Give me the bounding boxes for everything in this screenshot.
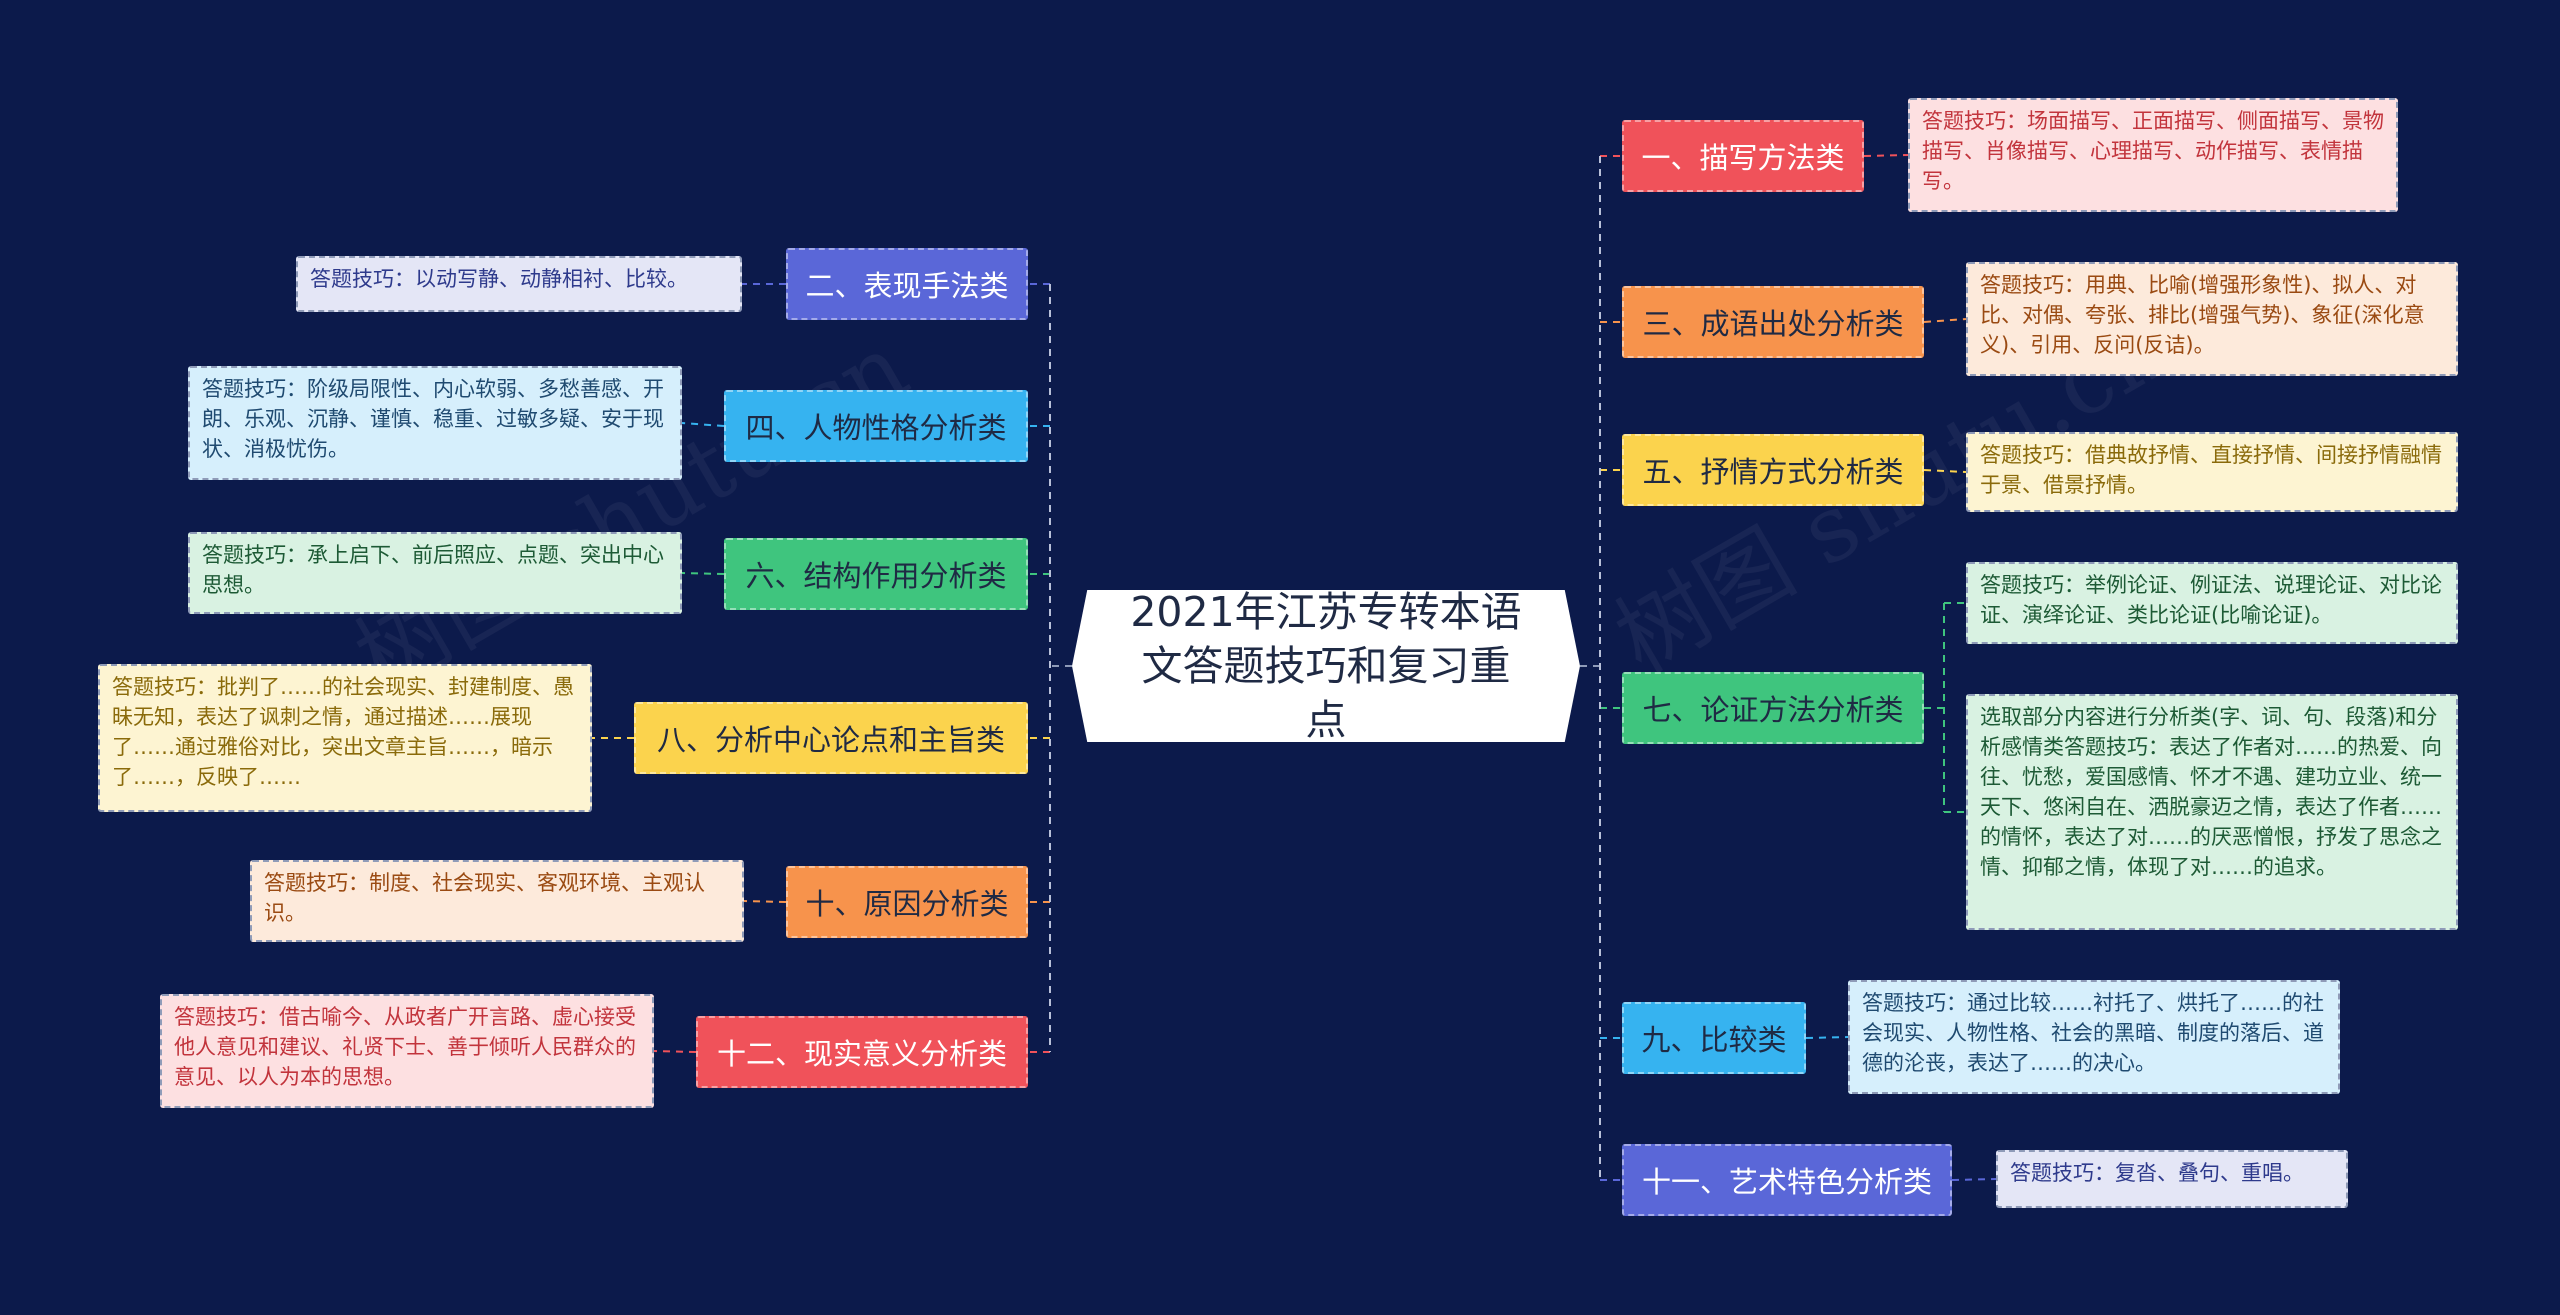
topic-b5[interactable]: 五、抒情方式分析类 — [1622, 434, 1924, 506]
leaf-line-b6 — [681, 572, 725, 575]
leaf-b1-0[interactable]: 答题技巧：场面描写、正面描写、侧面描写、景物描写、肖像描写、心理描写、动作描写、… — [1908, 98, 2398, 212]
topic-b6[interactable]: 六、结构作用分析类 — [724, 538, 1028, 610]
leaf-b8-0[interactable]: 答题技巧：批判了……的社会现实、封建制度、愚昧无知，表达了讽刺之情，通过描述……… — [98, 664, 592, 812]
leaf-line-b10 — [743, 900, 787, 903]
leaf-line-b9 — [1805, 1036, 1849, 1039]
leaf-b12-0[interactable]: 答题技巧：借古喻今、从政者广开言路、虚心接受他人意见和建议、礼贤下士、善于倾听人… — [160, 994, 654, 1108]
leaf-b10-0[interactable]: 答题技巧：制度、社会现实、客观环境、主观认识。 — [250, 860, 744, 942]
topic-b7[interactable]: 七、论证方法分析类 — [1622, 672, 1924, 744]
leaf-b6-0[interactable]: 答题技巧：承上启下、前后照应、点题、突出中心思想。 — [188, 532, 682, 614]
leaf-line-b11 — [1951, 1178, 1997, 1181]
topic-b2[interactable]: 二、表现手法类 — [786, 248, 1028, 320]
leaf-b4-0[interactable]: 答题技巧：阶级局限性、内心软弱、多愁善感、开朗、乐观、沉静、谨慎、稳重、过敏多疑… — [188, 366, 682, 480]
leaf-b2-0[interactable]: 答题技巧：以动写静、动静相衬、比较。 — [296, 256, 742, 312]
topic-b1[interactable]: 一、描写方法类 — [1622, 120, 1864, 192]
leaf-line-b3 — [1923, 318, 1967, 323]
leaf-b7-1[interactable]: 选取部分内容进行分析类(字、词、句、段落)和分析感情类答题技巧：表达了作者对……… — [1966, 694, 2458, 930]
leaf-b7-0[interactable]: 答题技巧：举例论证、例证法、说理论证、对比论证、演绎论证、类比论证(比喻论证)。 — [1966, 562, 2458, 644]
leaf-line-b1 — [1863, 154, 1909, 157]
topic-b4[interactable]: 四、人物性格分析类 — [724, 390, 1028, 462]
topic-b8[interactable]: 八、分析中心论点和主旨类 — [634, 702, 1028, 774]
leaf-line-b12 — [653, 1050, 697, 1053]
topic-b9[interactable]: 九、比较类 — [1622, 1002, 1806, 1074]
leaf-b11-0[interactable]: 答题技巧：复沓、叠句、重唱。 — [1996, 1150, 2348, 1208]
topic-b3[interactable]: 三、成语出处分析类 — [1622, 286, 1924, 358]
topic-b12[interactable]: 十二、现实意义分析类 — [696, 1016, 1028, 1088]
central-topic[interactable]: 2021年江苏专转本语文答题技巧和复习重点 — [1072, 590, 1580, 742]
leaf-b5-0[interactable]: 答题技巧：借典故抒情、直接抒情、间接抒情融情于景、借景抒情。 — [1966, 432, 2458, 512]
leaf-b3-0[interactable]: 答题技巧：用典、比喻(增强形象性)、拟人、对比、对偶、夸张、排比(增强气势)、象… — [1966, 262, 2458, 376]
topic-b10[interactable]: 十、原因分析类 — [786, 866, 1028, 938]
topic-b11[interactable]: 十一、艺术特色分析类 — [1622, 1144, 1952, 1216]
leaf-b9-0[interactable]: 答题技巧：通过比较……衬托了、烘托了……的社会现实、人物性格、社会的黑暗、制度的… — [1848, 980, 2340, 1094]
